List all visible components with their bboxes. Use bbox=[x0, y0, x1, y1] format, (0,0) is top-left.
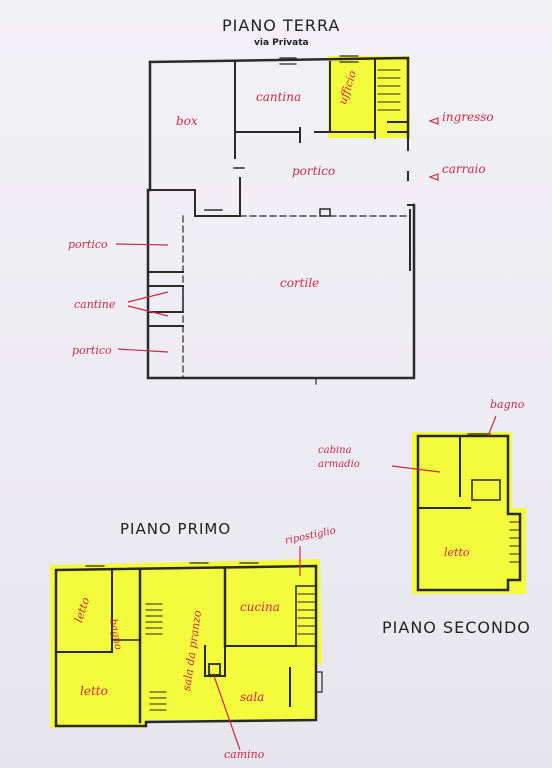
label-bagno-second: bagno bbox=[490, 398, 525, 411]
label-box: box bbox=[176, 114, 198, 128]
street-name: via Privata bbox=[254, 38, 309, 48]
portico-leader-1 bbox=[115, 243, 169, 246]
ground-floor-title: PIANO TERRA bbox=[222, 16, 341, 35]
label-portico-top: portico bbox=[292, 164, 336, 178]
label-sala: sala bbox=[240, 690, 265, 704]
camino-leader bbox=[213, 675, 241, 751]
first-floor-title: PIANO PRIMO bbox=[120, 520, 232, 538]
label-cabina-armadio: cabina armadio bbox=[318, 445, 360, 470]
label-ingresso: ingresso bbox=[442, 110, 494, 124]
label-camino: camino bbox=[224, 748, 265, 761]
label-portico-left-2: portico bbox=[72, 344, 112, 357]
second-highlight bbox=[412, 432, 526, 594]
portico-leader-2 bbox=[117, 348, 169, 353]
ingresso-arrow bbox=[428, 117, 439, 125]
label-cucina: cucina bbox=[240, 600, 280, 614]
second-floor-title: PIANO SECONDO bbox=[382, 618, 531, 637]
label-letto-second: letto bbox=[444, 546, 470, 559]
label-portico-left-1: portico bbox=[68, 238, 108, 251]
cantine-leader-bottom bbox=[127, 305, 169, 317]
carraio-arrow bbox=[428, 173, 439, 181]
label-cantine: cantine bbox=[74, 298, 116, 311]
cabina-leader bbox=[391, 465, 441, 473]
label-letto-lower: letto bbox=[80, 684, 108, 698]
first-highlight bbox=[50, 559, 322, 728]
label-carraio: carraio bbox=[442, 162, 486, 176]
first-floor-plan bbox=[50, 546, 323, 751]
bagno-leader bbox=[487, 415, 497, 437]
ground-floor-plan bbox=[115, 55, 439, 385]
second-floor-plan bbox=[391, 415, 526, 594]
cantine-leader-top bbox=[127, 291, 169, 303]
label-cortile: cortile bbox=[280, 276, 320, 290]
label-cantina: cantina bbox=[256, 90, 302, 104]
